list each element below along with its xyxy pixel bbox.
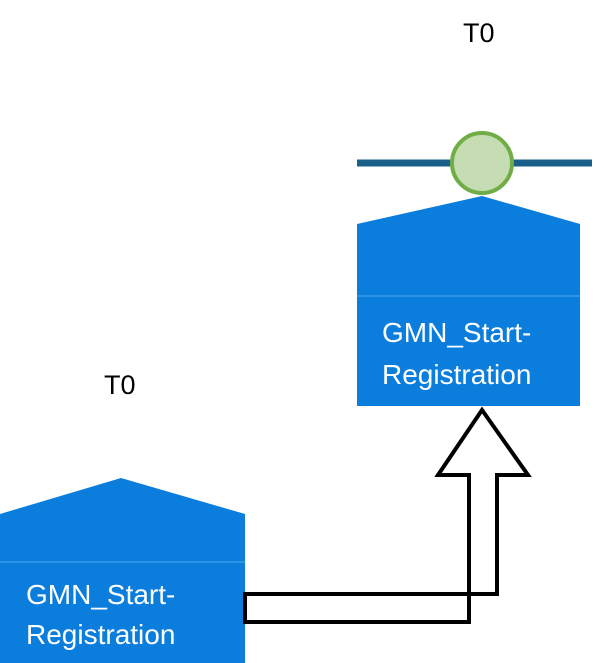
flow-arrow-connector[interactable] (243, 406, 532, 624)
node-bottom-shape[interactable] (0, 478, 245, 663)
node-bottom-label-line1: GMN_Start- (26, 579, 176, 610)
node-top-label-line1: GMN_Start- (382, 317, 532, 348)
node-top-label-line2: Registration (382, 359, 532, 390)
node-top-shape[interactable] (357, 196, 580, 406)
label-t0-bottom: T0 (104, 370, 136, 400)
node-bottom-label-line2: Registration (26, 619, 176, 650)
event-circle-icon[interactable] (450, 131, 514, 195)
label-t0-top: T0 (463, 18, 495, 48)
